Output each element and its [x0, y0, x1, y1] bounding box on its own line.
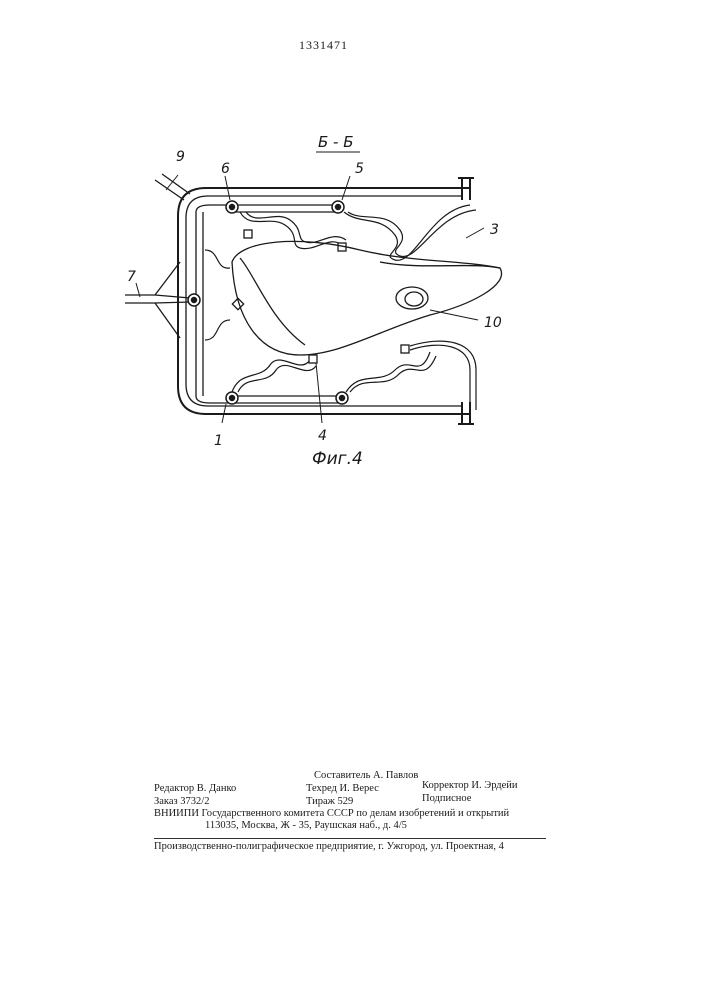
- editor: Редактор В. Данко: [154, 783, 236, 795]
- figure-4-drawing: Б - Б: [0, 0, 707, 480]
- institute: ВНИИПИ Государственного комитета СССР по…: [154, 808, 546, 820]
- order-number: Заказ 3732/2: [154, 796, 209, 808]
- callout-1: 1: [214, 433, 223, 449]
- techred: Техред И. Верес: [306, 783, 379, 795]
- suction-cups-4: [232, 230, 409, 363]
- callout-5: 5: [355, 161, 364, 177]
- figure-caption: Фиг.4: [312, 449, 363, 469]
- section-label: Б - Б: [318, 133, 354, 151]
- callout-4: 4: [318, 428, 327, 444]
- callout-6: 6: [221, 161, 230, 177]
- technical-drawing: Б - Б: [0, 0, 707, 480]
- compiler: Составитель А. Павлов: [314, 770, 418, 782]
- printer: Производственно-полиграфическое предприя…: [154, 838, 546, 853]
- fish-carcass-10: [232, 241, 502, 355]
- corrector: Корректор И. Эрдейи: [422, 780, 518, 792]
- callout-10: 10: [484, 315, 502, 331]
- subscription: Подписное: [422, 793, 471, 805]
- circulation: Тираж 529: [306, 796, 353, 808]
- callout-7: 7: [127, 269, 136, 285]
- callout-9: 9: [176, 149, 185, 165]
- housing-wall: [178, 178, 474, 424]
- institute-address: 113035, Москва, Ж - 35, Раушская наб., д…: [205, 820, 407, 832]
- callout-3: 3: [490, 222, 499, 238]
